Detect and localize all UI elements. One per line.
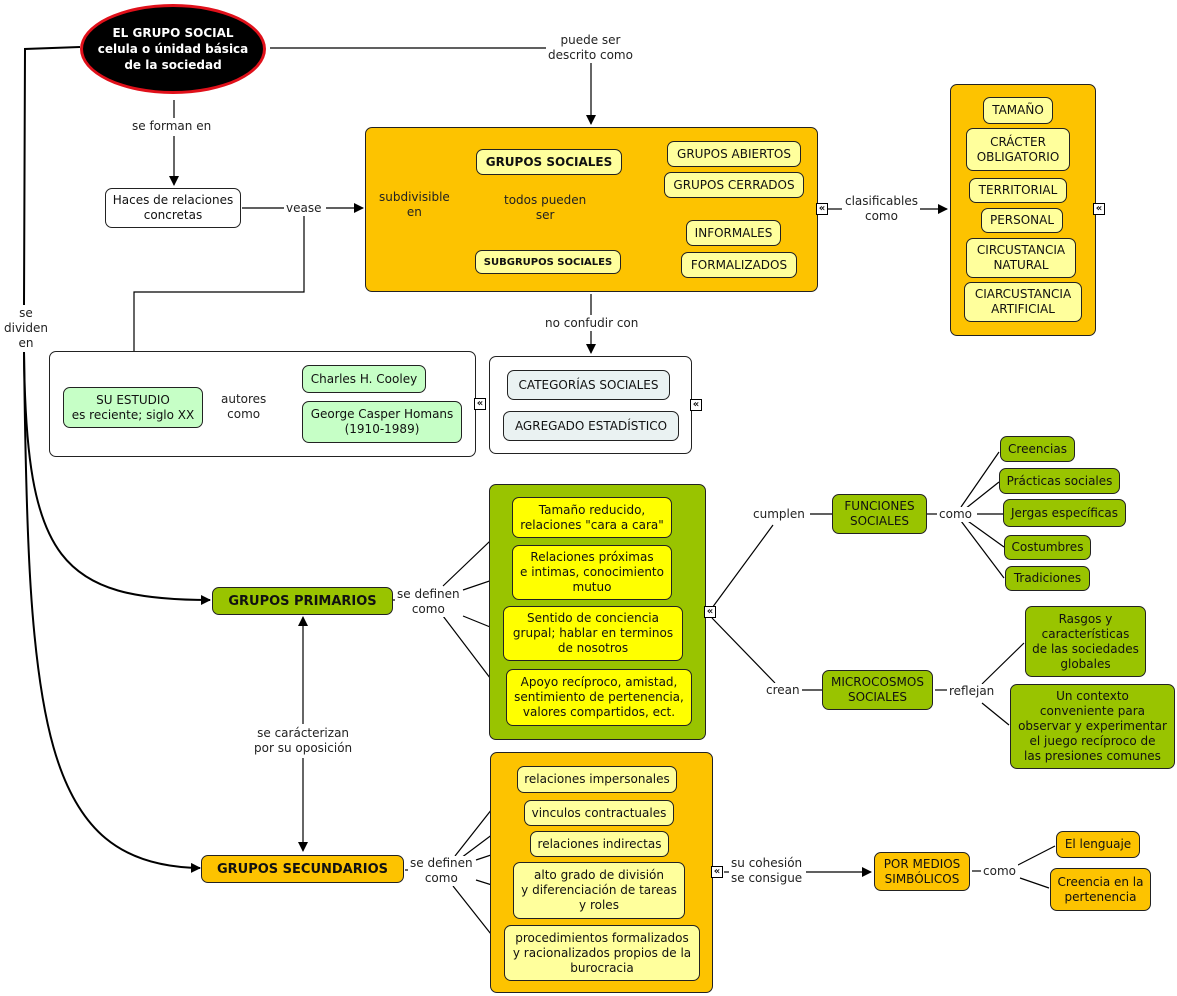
link-dividen-secundarios: [23, 351, 201, 873]
link-como-creencia: [1019, 877, 1050, 889]
node-creencias[interactable]: Creencias: [1000, 436, 1075, 462]
link-label-autores: autores como: [219, 392, 269, 422]
node-sentido-conciencia[interactable]: Sentido de conciencia grupal; hablar en …: [503, 606, 683, 661]
node-haces-de-relaciones[interactable]: Haces de relaciones concretas: [105, 188, 241, 228]
link-label-todos-pueden: todos pueden ser: [502, 193, 589, 223]
expander-icon[interactable]: «: [704, 606, 716, 618]
link-como-tradiciones: [960, 520, 1005, 579]
node-tamano[interactable]: TAMAÑO: [983, 97, 1053, 124]
link-green-cumplen: [711, 524, 774, 609]
node-personal[interactable]: PERSONAL: [981, 208, 1063, 233]
link-label-reflejan: reflejan: [947, 684, 997, 699]
link-label-cumplen: cumplen: [751, 507, 807, 522]
link-label-subdivisible: subdivisible en: [377, 190, 452, 220]
link-label-se-forman-en: se forman en: [130, 119, 214, 134]
link-label-crean: crean: [764, 683, 802, 698]
expander-icon[interactable]: «: [816, 203, 828, 215]
node-alto-grado-division[interactable]: alto grado de división y diferenciación …: [513, 862, 685, 919]
node-george-homans[interactable]: George Casper Homans (1910-1989): [302, 401, 462, 443]
link-label-se-dividen: se dividen en: [2, 306, 50, 351]
link-label-puede-ser: puede ser descrito como: [546, 33, 635, 63]
node-costumbres[interactable]: Costumbres: [1004, 535, 1091, 560]
node-relaciones-proximas[interactable]: Relaciones próximas e intimas, conocimie…: [512, 545, 672, 600]
node-relaciones-impersonales[interactable]: relaciones impersonales: [517, 766, 677, 793]
link-como-costumbres: [964, 518, 1005, 548]
node-creencia-pertenencia[interactable]: Creencia en la pertenencia: [1050, 868, 1151, 911]
node-relaciones-indirectas[interactable]: relaciones indirectas: [530, 831, 669, 857]
node-microcosmos-sociales[interactable]: MICROCOSMOS SOCIALES: [822, 670, 933, 710]
node-formalizados[interactable]: FORMALIZADOS: [681, 252, 797, 278]
node-grupos-cerrados[interactable]: GRUPOS CERRADOS: [664, 172, 804, 198]
link-green-crean: [711, 617, 776, 684]
node-subgrupos-sociales[interactable]: SUBGRUPOS SOCIALES: [475, 250, 621, 274]
node-por-medios-simbolicos[interactable]: POR MEDIOS SIMBÓLICOS: [874, 852, 970, 891]
link-reflejan-rasgos: [981, 642, 1025, 685]
link-como-lenguaje: [1015, 845, 1056, 867]
node-agregado-estadistico[interactable]: AGREGADO ESTADÍSTICO: [503, 411, 679, 441]
link-vease-estudio: [129, 216, 305, 385]
link-como-creencias: [960, 451, 1000, 508]
expander-icon[interactable]: «: [1093, 203, 1105, 215]
node-grupos-sociales[interactable]: GRUPOS SOCIALES: [476, 149, 622, 175]
node-circunstancia-natural[interactable]: CIRCUSTANCIA NATURAL: [966, 238, 1076, 278]
node-vinculos-contractuales[interactable]: vinculos contractuales: [524, 800, 674, 826]
node-tamano-reducido[interactable]: Tamaño reducido, relaciones "cara a cara…: [512, 497, 672, 538]
link-dividen-primarios: [23, 351, 211, 605]
link-label-como-1: como: [937, 507, 974, 522]
expander-icon[interactable]: «: [474, 398, 486, 410]
node-jergas-especificas[interactable]: Jergas específicas: [1003, 499, 1126, 527]
link-reflejan-contexto: [981, 702, 1010, 726]
node-grupos-abiertos[interactable]: GRUPOS ABIERTOS: [667, 141, 801, 167]
node-practicas-sociales[interactable]: Prácticas sociales: [999, 468, 1120, 494]
link-label-como-2: como: [981, 864, 1018, 879]
node-grupos-primarios[interactable]: GRUPOS PRIMARIOS: [212, 587, 393, 615]
node-tradiciones[interactable]: Tradiciones: [1005, 566, 1090, 591]
link-label-no-confundir: no confudir con: [543, 316, 641, 331]
node-caracter-obligatorio[interactable]: CRÁCTER OBLIGATORIO: [966, 128, 1070, 171]
node-el-lenguaje[interactable]: El lenguaje: [1056, 831, 1140, 858]
link-label-vease: vease: [284, 201, 324, 216]
node-contexto-conveniente[interactable]: Un contexto conveniente para observar y …: [1010, 684, 1175, 769]
node-procedimientos-formalizados[interactable]: procedimientos formalizados y racionaliz…: [504, 925, 700, 981]
link-label-se-definen-2: se definen como: [408, 856, 475, 886]
node-funciones-sociales[interactable]: FUNCIONES SOCIALES: [832, 494, 927, 534]
link-label-se-caracterizan: se carácterizan por su oposición: [252, 726, 355, 756]
node-apoyo-reciproco[interactable]: Apoyo recíproco, amistad, sentimiento de…: [506, 669, 692, 726]
link-como-practicas: [964, 481, 1000, 510]
node-charles-cooley[interactable]: Charles H. Cooley: [302, 365, 426, 393]
node-circunstancia-artificial[interactable]: CIARCUSTANCIA ARTIFICIAL: [964, 282, 1082, 322]
expander-icon[interactable]: «: [690, 399, 702, 411]
expander-icon[interactable]: «: [711, 866, 723, 878]
node-su-estudio[interactable]: SU ESTUDIO es reciente; siglo XX: [63, 387, 203, 428]
link-label-clasificables: clasificables como: [843, 194, 920, 224]
link-label-cohesion: su cohesión se consigue: [729, 856, 805, 886]
node-categorias-sociales[interactable]: CATEGORÍAS SOCIALES: [507, 370, 670, 400]
link-root-dividen: [23, 46, 81, 306]
link-label-se-definen-1: se definen como: [395, 587, 462, 617]
node-informales[interactable]: INFORMALES: [686, 220, 781, 246]
node-rasgos-sociedades[interactable]: Rasgos y características de las sociedad…: [1025, 606, 1146, 677]
root-node-grupo-social[interactable]: EL GRUPO SOCIAL celula o únidad básica d…: [80, 4, 266, 94]
node-territorial[interactable]: TERRITORIAL: [969, 178, 1067, 203]
node-grupos-secundarios[interactable]: GRUPOS SECUNDARIOS: [201, 855, 404, 883]
